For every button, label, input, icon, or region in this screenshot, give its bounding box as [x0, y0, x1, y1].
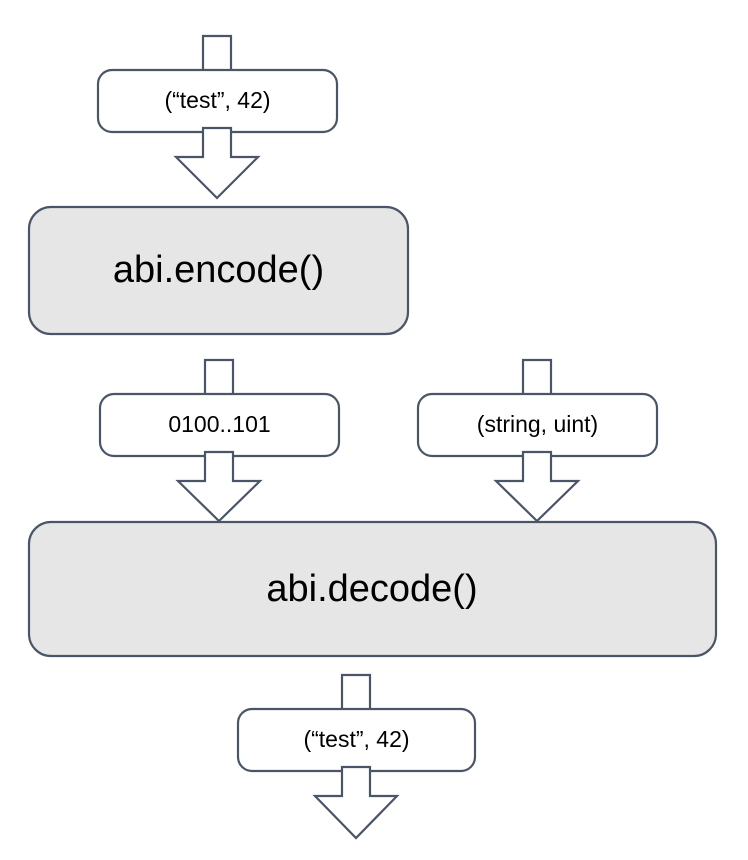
block-arrow-down-1 [173, 126, 261, 200]
node-input-tuple[interactable]: (“test”, 42) [96, 68, 339, 134]
block-arrow-down-2 [175, 450, 263, 523]
type-tuple-label: (string, uint) [477, 411, 598, 437]
output-tuple-label: (“test”, 42) [303, 726, 409, 752]
input-tuple-label: (“test”, 42) [164, 87, 270, 113]
encoded-bytes-label: 0100..101 [168, 411, 270, 437]
node-type-tuple[interactable]: (string, uint) [416, 392, 659, 458]
connector-output-out [312, 765, 400, 840]
connector-input-to-encode [173, 126, 261, 200]
abi-encode-box[interactable] [27, 205, 410, 336]
node-output-tuple[interactable]: (“test”, 42) [236, 707, 477, 773]
node-encoded-bytes[interactable]: 0100..101 [98, 392, 341, 458]
node-abi-encode[interactable]: abi.encode() [27, 205, 410, 336]
abi-encode-label: abi.encode() [113, 249, 324, 291]
node-abi-decode[interactable]: abi.decode() [27, 520, 718, 658]
abi-decode-label: abi.decode() [266, 568, 477, 610]
connector-bytes-to-decode [175, 450, 263, 523]
connector-types-to-decode [493, 450, 581, 523]
abi-decode-box[interactable] [27, 520, 718, 658]
block-arrow-down-3 [493, 450, 581, 523]
block-arrow-down-4 [312, 765, 400, 840]
